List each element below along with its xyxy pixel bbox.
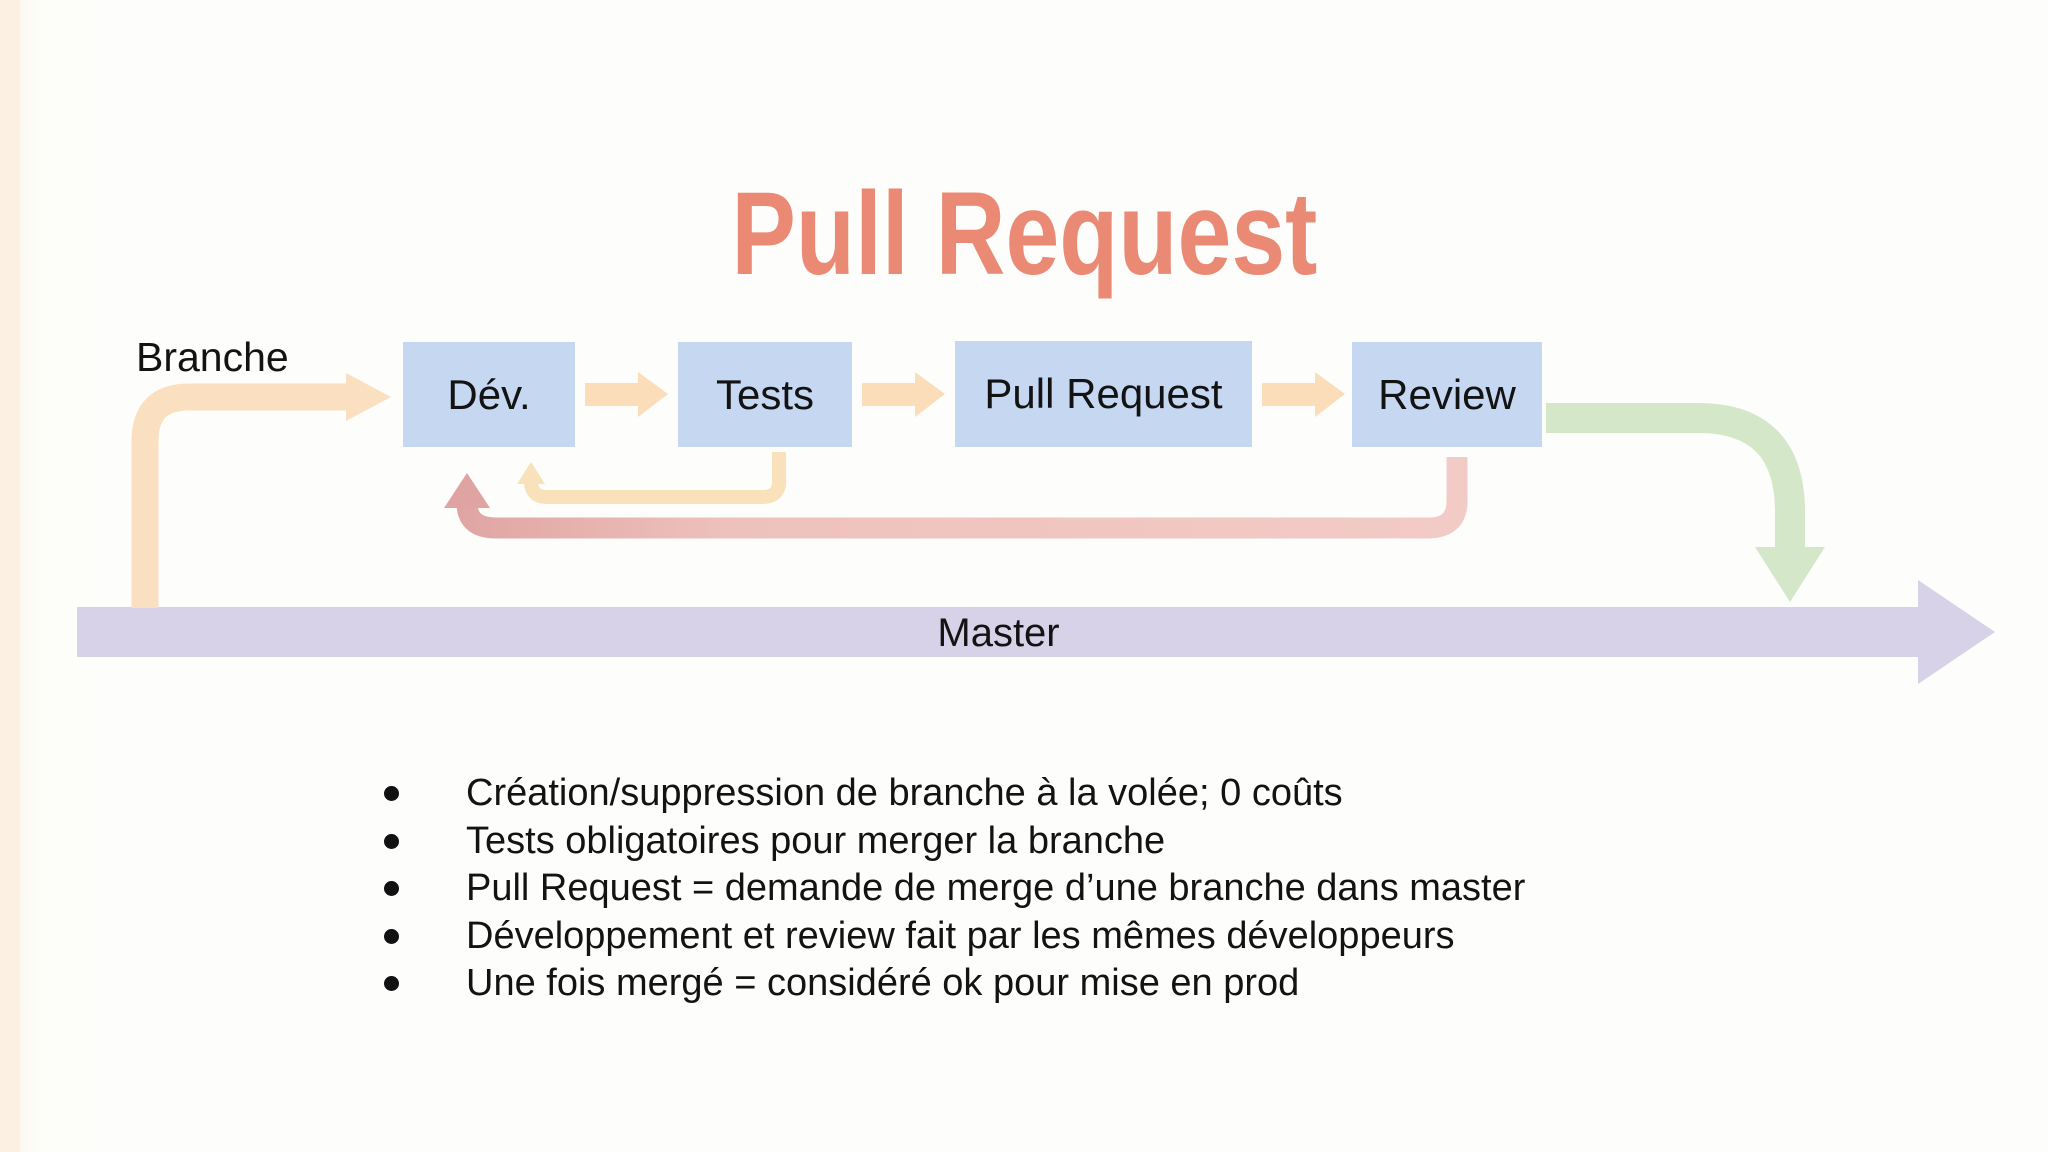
- review-reject-shaft: [456, 457, 1468, 539]
- bullet-dot-icon: [384, 976, 399, 992]
- bullet-text: Pull Request = demande de merge d’une br…: [466, 867, 1526, 910]
- flow-box-dev-rect: [403, 342, 575, 447]
- branch-create-arrow-shaft: [131, 383, 346, 608]
- flow-box-review: Review: [1352, 342, 1542, 447]
- flow-arrow-tests-pr: [862, 372, 945, 417]
- bullet-item: Développement et review fait par les mêm…: [384, 913, 1834, 961]
- bullet-list: Création/suppression de branche à la vol…: [384, 770, 1834, 1008]
- merge-to-master-arrow: [1546, 403, 1825, 602]
- flow-arrow-pr-review: [1262, 372, 1345, 417]
- flow-arrowhead-icon: [915, 372, 945, 417]
- flow-arrowhead-icon: [1315, 372, 1345, 417]
- flow-box-pull-request-label: Pull Request: [984, 370, 1223, 417]
- bullet-dot-icon: [384, 928, 399, 944]
- flow-box-tests-rect: [678, 342, 852, 447]
- bullet-item: Pull Request = demande de merge d’une br…: [384, 865, 1834, 913]
- tests-retry-arrowhead-icon: [517, 462, 545, 484]
- flow-box-review-rect: [1352, 342, 1542, 447]
- bullet-dot-icon: [384, 881, 399, 897]
- bullet-text: Une fois mergé = considéré ok pour mise …: [466, 962, 1300, 1005]
- flow-arrowhead-icon: [638, 372, 668, 417]
- master-timeline-arrow: [77, 580, 1995, 684]
- flow-box-dev: Dév.: [403, 342, 575, 447]
- tests-retry-loop-arrow: [517, 452, 786, 504]
- flow-box-pull-request-rect: [955, 341, 1252, 447]
- branch-create-arrowhead-icon: [346, 373, 391, 421]
- page-title: Pull Request: [0, 168, 2048, 301]
- bullet-dot-icon: [384, 833, 399, 849]
- master-bar: [77, 607, 1920, 657]
- bullet-text: Tests obligatoires pour merger la branch…: [466, 819, 1166, 862]
- bullet-text: Développement et review fait par les mêm…: [466, 914, 1455, 957]
- flow-arrow-shaft: [585, 383, 638, 406]
- bullet-item: Une fois mergé = considéré ok pour mise …: [384, 960, 1834, 1008]
- merge-arrowhead-icon: [1755, 547, 1825, 602]
- branch-create-arrow: [131, 373, 391, 608]
- flow-box-dev-label: Dév.: [447, 370, 531, 418]
- flow-arrow-dev-tests: [585, 372, 668, 417]
- tests-retry-shaft: [524, 452, 786, 504]
- master-arrowhead-icon: [1918, 580, 1995, 684]
- bullet-item: Tests obligatoires pour merger la branch…: [384, 818, 1834, 866]
- review-reject-arrowhead-icon: [444, 473, 490, 508]
- flow-arrow-shaft: [1262, 383, 1315, 406]
- flow-box-tests-label: Tests: [715, 370, 815, 418]
- flow-box-tests: Tests: [678, 342, 852, 447]
- flow-box-review-label: Review: [1378, 370, 1516, 418]
- bullet-text: Création/suppression de branche à la vol…: [466, 772, 1343, 815]
- bullet-item: Création/suppression de branche à la vol…: [384, 770, 1834, 818]
- master-label: Master: [77, 609, 1920, 657]
- review-reject-loop-arrow: [444, 457, 1468, 539]
- branch-label: Branche: [136, 334, 289, 380]
- master-label-text: Master: [937, 610, 1060, 655]
- left-margin-strip: [0, 0, 20, 1152]
- flow-arrow-shaft: [862, 383, 915, 406]
- bullet-dot-icon: [384, 786, 399, 802]
- merge-arrow-shaft: [1546, 403, 1805, 552]
- page-title-text: Pull Request: [730, 168, 1318, 301]
- flow-box-pull-request: Pull Request: [955, 341, 1252, 447]
